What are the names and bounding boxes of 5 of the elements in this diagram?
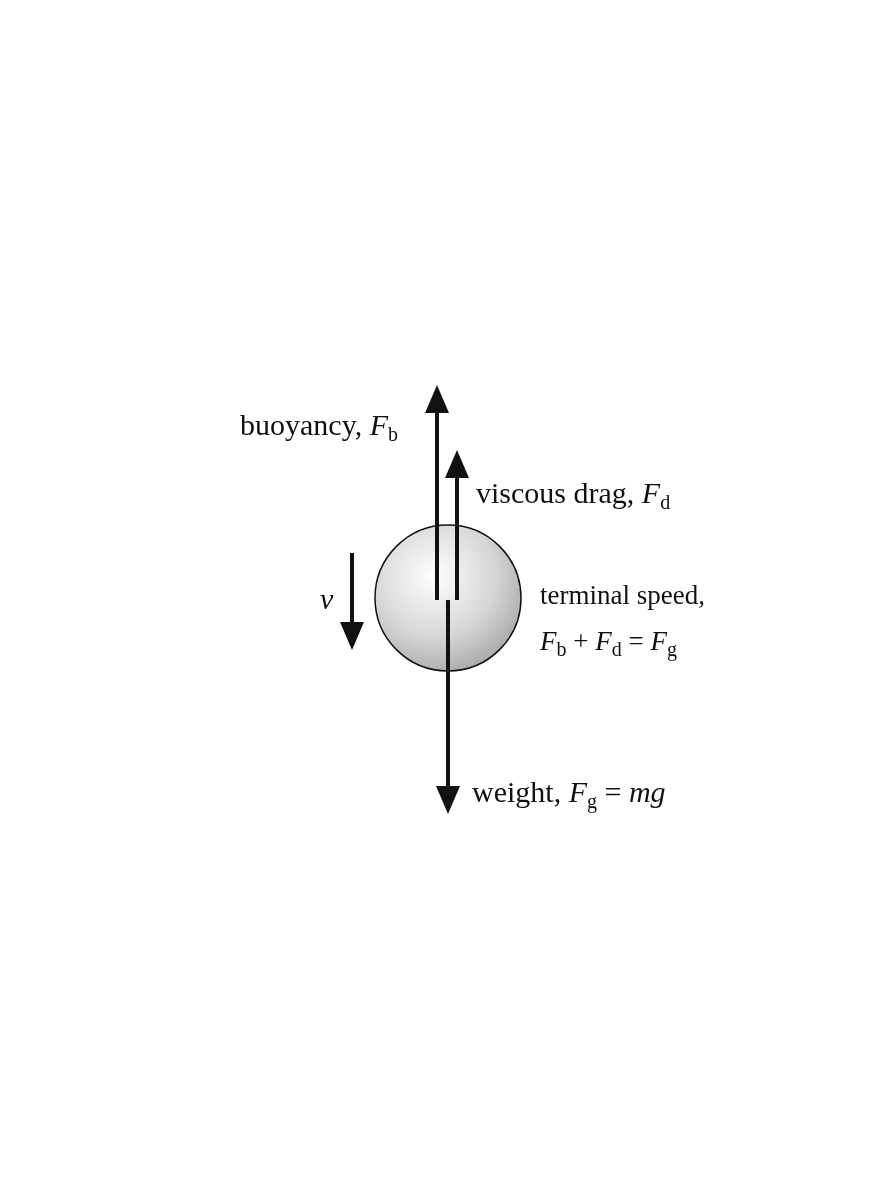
- force-label: viscous drag, F$_{d}$: [476, 475, 671, 511]
- force-label: buoyancy, F$_{b}$: [240, 407, 398, 443]
- velocity-label: v: [320, 581, 334, 617]
- condition-label: terminal speed, F$_{b}$ + F$_{d}$ = F$_{g}$: [540, 579, 706, 663]
- sphere: [374, 524, 522, 672]
